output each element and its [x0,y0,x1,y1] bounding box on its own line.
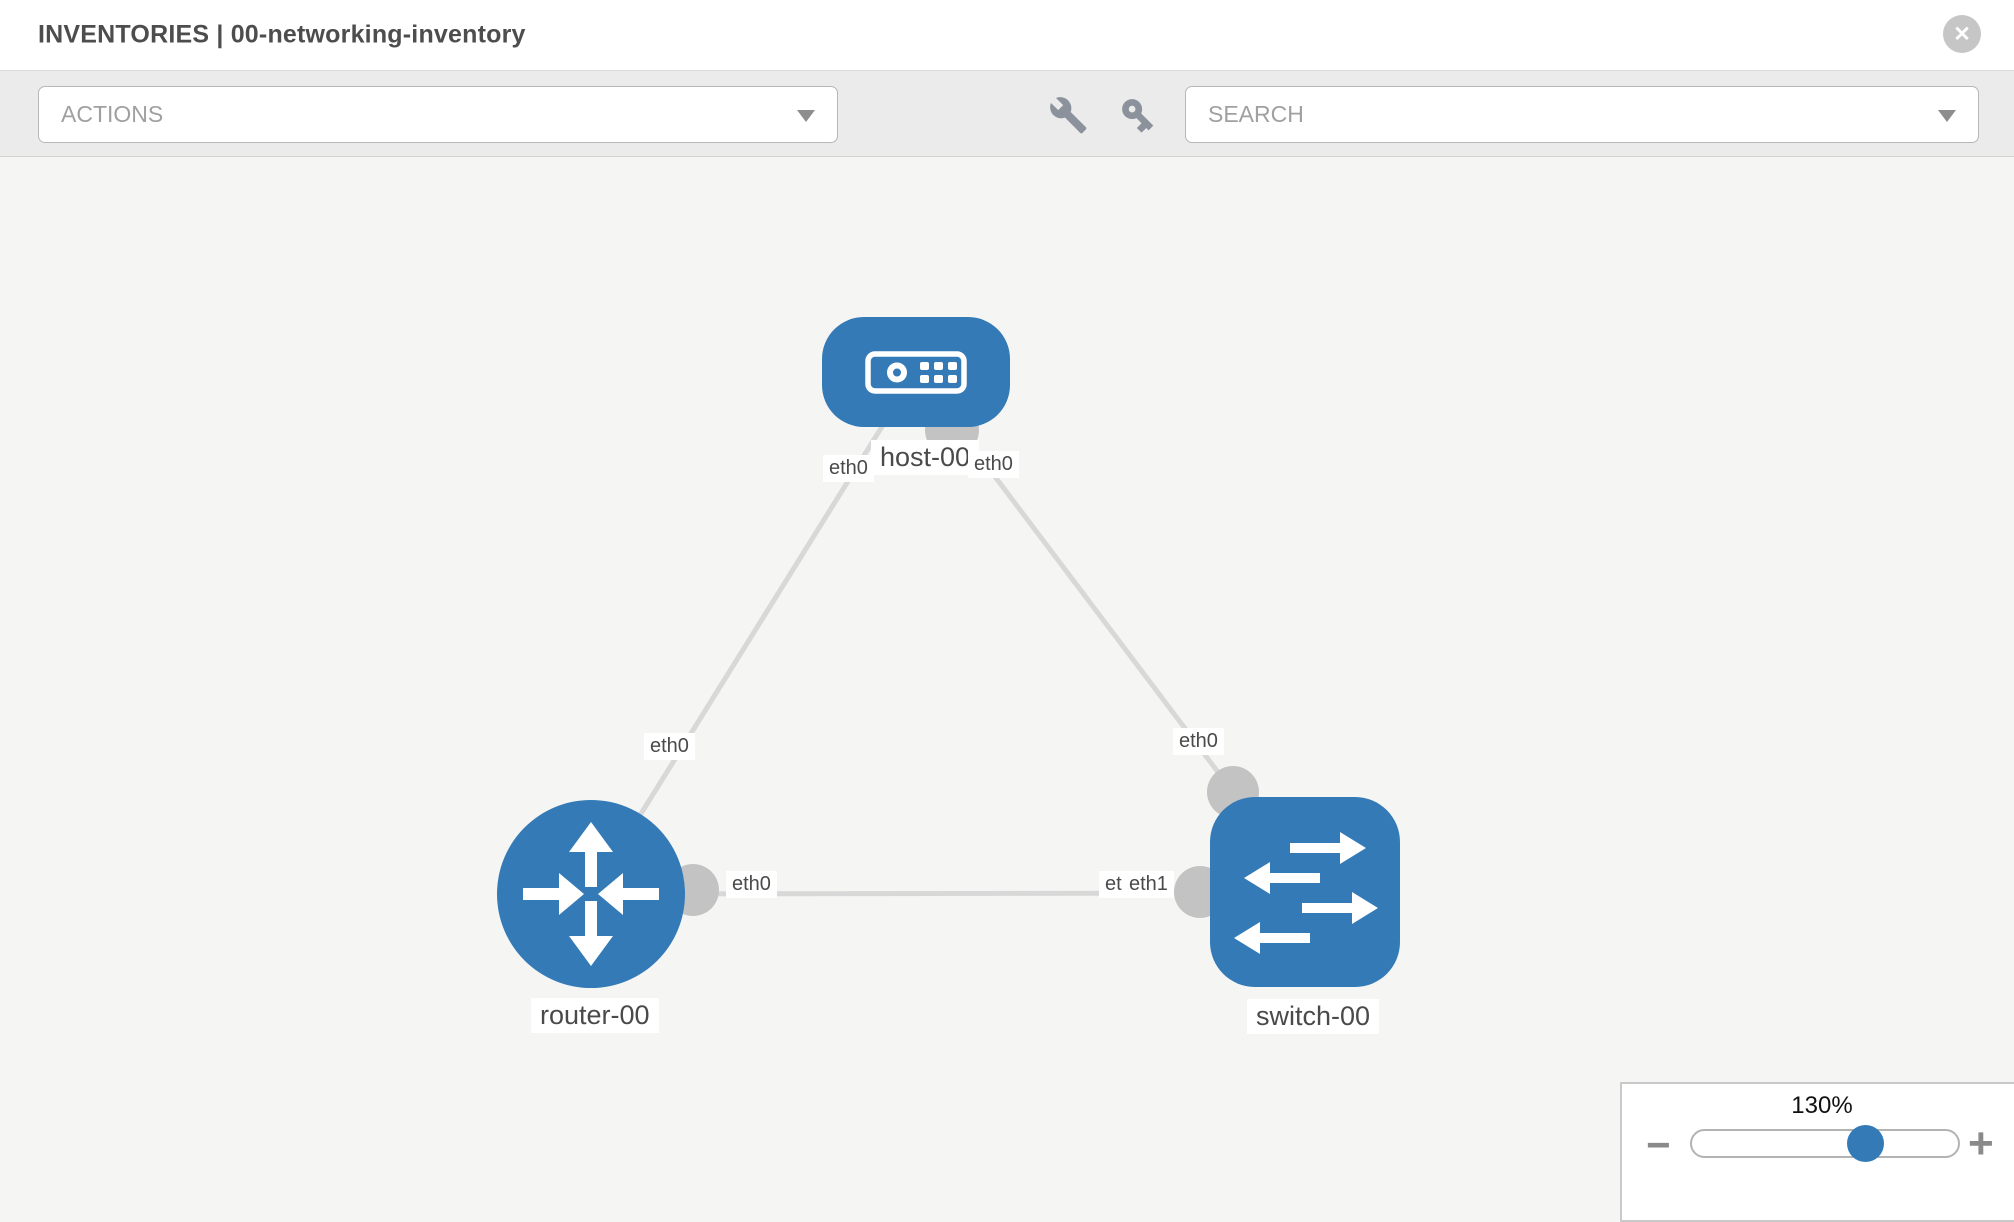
key-icon [1122,99,1154,133]
interface-label: eth0 [726,871,777,898]
search-dropdown-label: SEARCH [1208,101,1304,127]
chevron-down-icon [1938,109,1956,122]
interface-label: eth0 [1173,728,1224,755]
zoom-value: 130% [1791,1092,1853,1119]
actions-dropdown-label: ACTIONS [61,101,164,127]
zoom-slider-track[interactable] [1690,1129,1960,1158]
zoom-in-button[interactable]: + [1968,1119,1994,1168]
node-router-00[interactable] [497,800,685,988]
credentials-button[interactable] [1118,95,1158,135]
node-label-switch-00: switch-00 [1247,999,1380,1034]
node-host-00[interactable] [822,317,1010,427]
tools-button[interactable] [1048,95,1088,135]
close-button[interactable]: ✕ [1943,15,1981,53]
zoom-slider-thumb[interactable] [1847,1125,1884,1162]
node-switch-00[interactable] [1210,797,1400,987]
node-label-host-00: host-00 [871,440,980,475]
node-label-router-00: router-00 [531,998,659,1033]
host-icon [865,351,967,394]
interface-label: eth0 [968,451,1019,478]
close-icon: ✕ [1953,22,1971,46]
page-title: INVENTORIES | 00-networking-inventory [38,20,526,49]
interface-label: eth1 [1123,871,1174,898]
zoom-panel: 130% − + [1620,1082,2014,1222]
zoom-out-button[interactable]: − [1646,1121,1671,1168]
wrench-icon [1050,97,1087,134]
header-bar: INVENTORIES | 00-networking-inventory ✕ [0,0,2014,70]
chevron-down-icon [797,109,815,122]
toolbar: ACTIONS SEARCH [0,70,2014,157]
search-dropdown[interactable]: SEARCH [1185,86,1979,143]
switch-icon [1234,832,1378,954]
interface-label: eth0 [823,455,874,482]
interface-label: eth0 [644,733,695,760]
actions-dropdown[interactable]: ACTIONS [38,86,838,143]
router-icon [523,822,659,966]
